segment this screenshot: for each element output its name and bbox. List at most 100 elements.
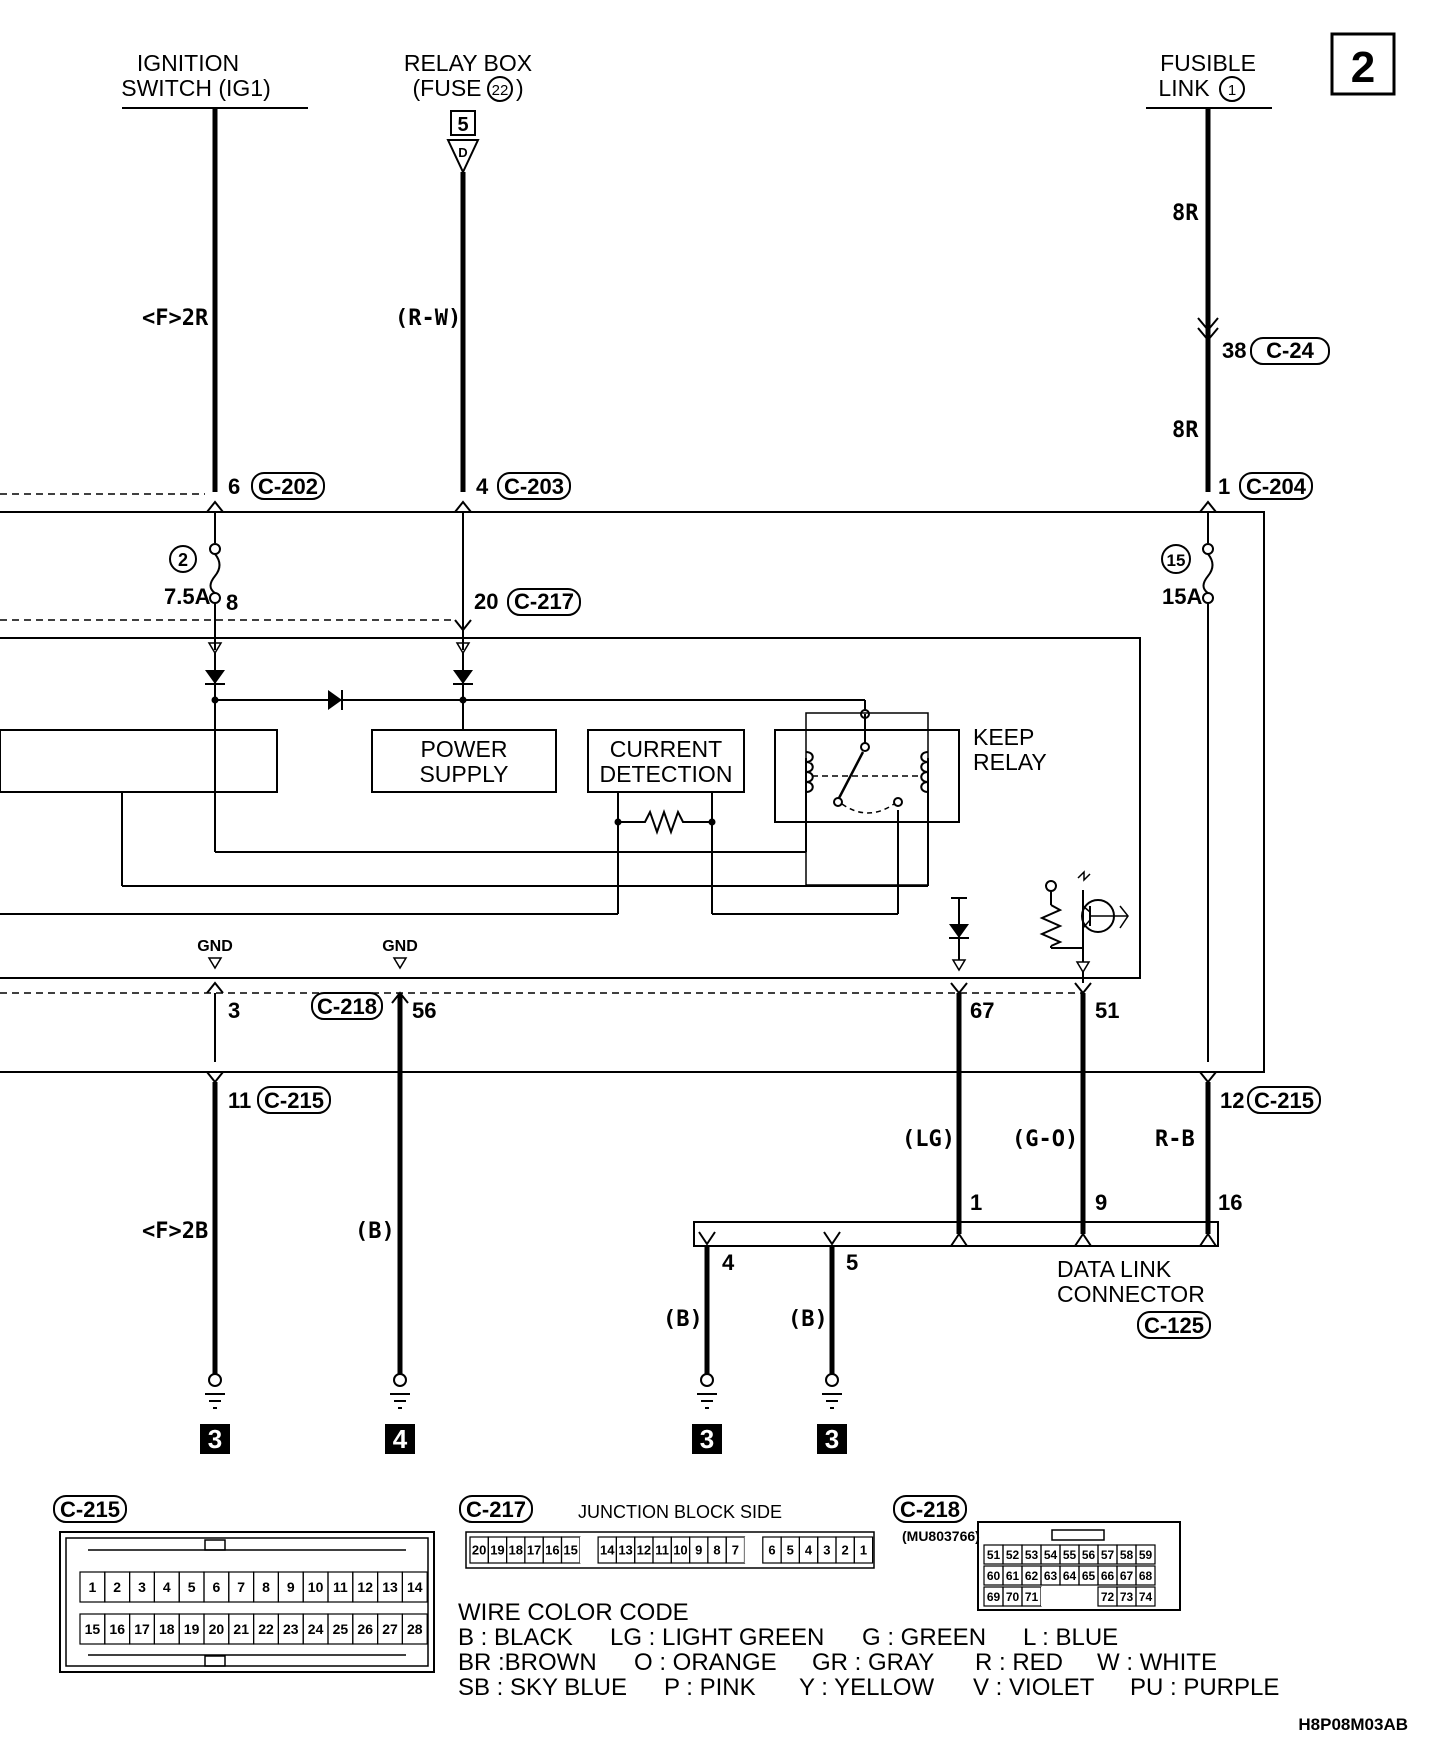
- svg-text:56: 56: [412, 998, 436, 1023]
- svg-text:GND: GND: [197, 938, 233, 955]
- junction-block-outline: [0, 511, 1265, 1073]
- diode-relay: [453, 670, 473, 684]
- svg-text:O : ORANGE: O : ORANGE: [634, 1649, 777, 1676]
- ground-symbols: [205, 1373, 842, 1409]
- svg-text:67: 67: [970, 998, 994, 1023]
- c217-pin-label: 5: [787, 1543, 794, 1558]
- svg-text:PU : PURPLE: PU : PURPLE: [1130, 1674, 1279, 1701]
- c215-pin-label: 4: [163, 1579, 171, 1595]
- left-control-block: [0, 729, 278, 793]
- svg-text:GND: GND: [382, 938, 418, 955]
- fusible-link-label: FUSIBLE LINK 1: [1146, 50, 1272, 109]
- c24-connector-symbol: [1197, 317, 1219, 342]
- svg-text:D: D: [458, 145, 467, 160]
- c217-pin-label: 8: [713, 1543, 720, 1558]
- fuse-22-number: 22: [492, 82, 509, 99]
- c215-pin-label: 10: [308, 1579, 324, 1595]
- svg-text:4: 4: [722, 1250, 735, 1275]
- current-detection-block: [587, 729, 745, 793]
- connector-c218-ref: C-218: [317, 994, 377, 1019]
- connector-c204: C-204: [1246, 474, 1307, 499]
- svg-text:L : BLUE: L : BLUE: [1023, 1624, 1118, 1651]
- c218-pin-label: 55: [1063, 1548, 1077, 1562]
- svg-text:CONNECTOR: CONNECTOR: [1057, 1281, 1205, 1307]
- svg-text:3: 3: [208, 1424, 222, 1454]
- c218-pin-label: 65: [1082, 1569, 1096, 1583]
- c215-pin-label: 26: [357, 1621, 373, 1637]
- wire-color-legend: WIRE COLOR CODE B : BLACK LG : LIGHT GRE…: [458, 1599, 1279, 1701]
- c215-cell: [401, 1571, 428, 1603]
- c215-pin-label: 21: [233, 1621, 249, 1637]
- c218-pin-label: 68: [1139, 1569, 1153, 1583]
- c218-pin-label: 57: [1101, 1548, 1115, 1562]
- c217-pin-label: 19: [490, 1543, 504, 1558]
- c215-pin-label: 8: [262, 1579, 270, 1595]
- c215-pin-label: 3: [138, 1579, 146, 1595]
- svg-text:20: 20: [474, 589, 498, 614]
- c217-pin-label: 4: [805, 1543, 813, 1558]
- c217-pin-label: 20: [472, 1543, 486, 1558]
- c218-pin-label: 72: [1101, 1590, 1115, 1604]
- c218-pin-label: 70: [1006, 1590, 1020, 1604]
- current-resistor: [618, 808, 712, 836]
- svg-text:JUNCTION BLOCK SIDE: JUNCTION BLOCK SIDE: [578, 1502, 782, 1522]
- ignition-switch-label: IGNITION SWITCH (IG1): [121, 50, 308, 109]
- connector-c125: C-125: [1144, 1313, 1204, 1338]
- c215-pin-label: 22: [258, 1621, 274, 1637]
- svg-text:3: 3: [825, 1424, 839, 1454]
- svg-text:3: 3: [228, 998, 240, 1023]
- svg-text:): ): [516, 75, 524, 101]
- c218-pin-label: 58: [1120, 1548, 1134, 1562]
- svg-text:7.5A: 7.5A: [164, 584, 211, 609]
- diode-bus: [328, 690, 342, 710]
- ground-ref-boxes: 3 4 3 3: [200, 1424, 847, 1454]
- wire-label-ig-lower: <F>2B: [142, 1219, 208, 1244]
- svg-text:LINK: LINK: [1158, 75, 1210, 101]
- c218-cell: [1060, 1587, 1079, 1606]
- c215-cell: [401, 1613, 428, 1645]
- svg-text:1: 1: [970, 1190, 982, 1215]
- c217-pin-label: 1: [860, 1543, 867, 1558]
- svg-text:(LG): (LG): [902, 1127, 955, 1152]
- fuse-15: [1202, 553, 1214, 594]
- data-link-connector[interactable]: [693, 1221, 1219, 1247]
- connector-c202: C-202: [258, 474, 318, 499]
- c217-pin-label: 6: [768, 1543, 775, 1558]
- wire-label-relay-upper: (R-W): [395, 306, 461, 331]
- svg-text:C-215: C-215: [60, 1497, 120, 1522]
- c218-pin-label: 64: [1063, 1569, 1077, 1583]
- diode-ig: [205, 670, 225, 684]
- svg-text:51: 51: [1095, 998, 1119, 1023]
- c217-pin-label: 18: [509, 1543, 523, 1558]
- pullup-resistor: [1039, 904, 1063, 947]
- svg-text:SWITCH (IG1): SWITCH (IG1): [121, 75, 271, 101]
- c218-pin-label: 60: [987, 1569, 1001, 1583]
- c215-pin-label: 15: [85, 1621, 101, 1637]
- c218-pin-label: 51: [987, 1548, 1001, 1562]
- c217-cell: [744, 1537, 763, 1563]
- c215-pin-label: 27: [382, 1621, 398, 1637]
- svg-text:CURRENT: CURRENT: [610, 736, 722, 762]
- c217-pin-label: 7: [732, 1543, 739, 1558]
- c218-cell: [1135, 1544, 1156, 1565]
- svg-text:5: 5: [457, 114, 468, 136]
- svg-text:15: 15: [1167, 551, 1186, 570]
- c218-pin-label: 56: [1082, 1548, 1096, 1562]
- etacs-unit-outline: [0, 637, 1141, 979]
- svg-text:12: 12: [1220, 1088, 1244, 1113]
- c218-cell: [1135, 1586, 1156, 1607]
- c218-pin-label: 73: [1120, 1590, 1134, 1604]
- c218-pin-label: 62: [1025, 1569, 1039, 1583]
- svg-text:B : BLACK: B : BLACK: [458, 1624, 573, 1651]
- c217-pin-label: 2: [842, 1543, 849, 1558]
- svg-text:6: 6: [228, 474, 240, 499]
- svg-text:W : WHITE: W : WHITE: [1097, 1649, 1217, 1676]
- svg-text:C-217: C-217: [466, 1497, 526, 1522]
- c218-cell: [1079, 1587, 1098, 1606]
- svg-text:GR : GRAY: GR : GRAY: [812, 1649, 934, 1676]
- svg-text:BR :BROWN: BR :BROWN: [458, 1649, 597, 1676]
- svg-text:POWER: POWER: [421, 736, 508, 762]
- svg-text:P : PINK: P : PINK: [664, 1674, 756, 1701]
- c215-pin-label: 14: [407, 1579, 423, 1595]
